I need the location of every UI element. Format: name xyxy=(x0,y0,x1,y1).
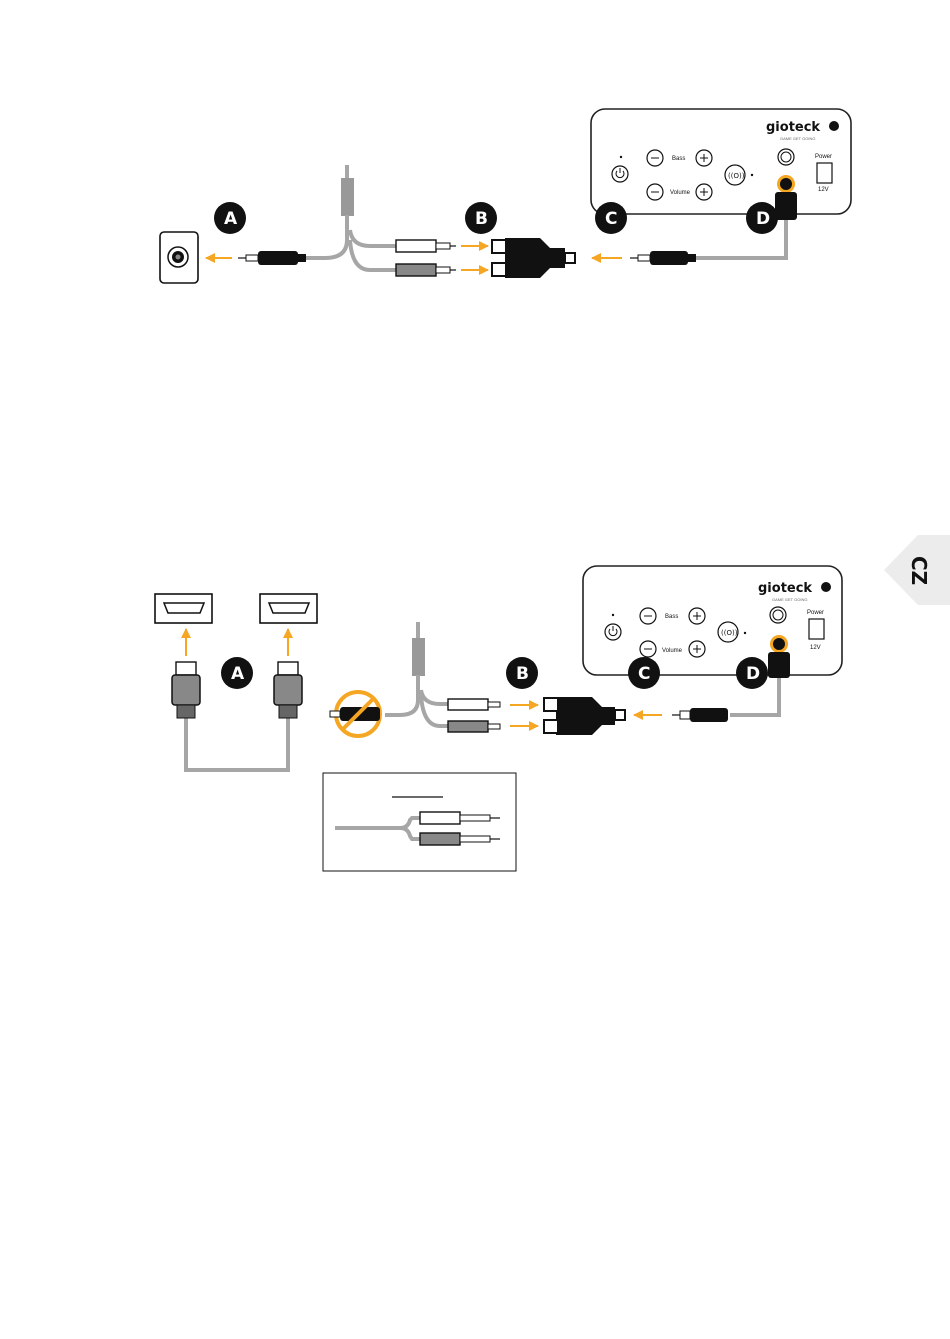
y-splitter-cable-2 xyxy=(385,622,500,732)
marker-b: B xyxy=(465,202,497,234)
power-socket-icon-2 xyxy=(809,619,824,639)
bass-minus-button-2[interactable] xyxy=(640,608,656,624)
bass-minus-button[interactable] xyxy=(647,150,663,166)
device-panel: gioteck GAME GET GOING Bass xyxy=(591,109,851,214)
y-splitter-cable xyxy=(238,165,456,276)
surround-button[interactable]: ((O)) xyxy=(725,165,745,185)
power-button-2[interactable] xyxy=(605,624,621,640)
rca-adapter-b-2 xyxy=(544,697,625,735)
svg-text:A: A xyxy=(231,664,245,684)
marker-d: D xyxy=(746,202,778,234)
volume-label: Volume xyxy=(670,190,691,196)
bass-label-2: Bass xyxy=(665,614,678,620)
volume-plus-button-2[interactable] xyxy=(689,641,705,657)
hdmi-port-left-icon xyxy=(155,594,212,623)
svg-text:A: A xyxy=(224,209,238,229)
volume-label-2: Volume xyxy=(662,648,683,654)
svg-text:B: B xyxy=(516,664,529,684)
bass-plus-button[interactable] xyxy=(696,150,712,166)
marker-d-2: D xyxy=(736,657,768,689)
brand-logo: gioteck xyxy=(766,120,820,135)
hdmi-port-right-icon xyxy=(260,594,317,623)
bass-plus-button-2[interactable] xyxy=(689,608,705,624)
power-socket-icon xyxy=(817,163,832,183)
brand-logo-2: gioteck xyxy=(758,581,812,596)
headphone-jack-icon xyxy=(778,149,794,165)
volume-minus-button[interactable] xyxy=(647,184,663,200)
bass-label: Bass xyxy=(672,156,685,162)
svg-text:((O)): ((O)) xyxy=(721,629,738,637)
power-label-2: Power xyxy=(807,610,824,616)
prohibited-jack-icon xyxy=(330,692,380,736)
headphone-jack-icon-2 xyxy=(770,607,786,623)
language-tab: CZ xyxy=(884,535,950,605)
aux-out-port-icon xyxy=(777,175,795,193)
svg-text:C: C xyxy=(638,664,650,684)
voltage-label: 12V xyxy=(818,187,829,193)
marker-c-2: C xyxy=(628,657,660,689)
volume-minus-button-2[interactable] xyxy=(640,641,656,657)
marker-a: A xyxy=(214,202,246,234)
svg-text:D: D xyxy=(756,209,770,229)
device-panel-2: gioteck GAME GET GOING Bass xyxy=(583,566,842,675)
svg-text:B: B xyxy=(475,209,488,229)
marker-a-2: A xyxy=(221,657,253,689)
power-button[interactable] xyxy=(612,166,628,182)
brand-tagline-2: GAME GET GOING xyxy=(772,597,808,602)
svg-text:D: D xyxy=(746,664,760,684)
logo-mark-icon-2 xyxy=(821,582,831,592)
svg-text:C: C xyxy=(605,209,617,229)
power-label: Power xyxy=(815,154,832,160)
surround-button-2[interactable]: ((O)) xyxy=(718,622,738,642)
language-tab-label: CZ xyxy=(907,556,931,585)
logo-mark-icon xyxy=(829,121,839,131)
brand-tagline: GAME GET GOING xyxy=(780,136,816,141)
aux-out-port-icon-2 xyxy=(770,635,788,653)
voltage-label-2: 12V xyxy=(810,645,821,651)
rca-cable-inset xyxy=(323,773,516,871)
marker-c: C xyxy=(595,202,627,234)
svg-text:((O)): ((O)) xyxy=(728,172,745,180)
diagram-2: gioteck GAME GET GOING Bass xyxy=(155,566,842,871)
diagram-1: gioteck GAME GET GOING Bass xyxy=(160,109,851,283)
volume-plus-button[interactable] xyxy=(696,184,712,200)
audio-input-socket-icon xyxy=(160,232,198,283)
rca-adapter-b xyxy=(492,238,575,278)
marker-b-2: B xyxy=(506,657,538,689)
